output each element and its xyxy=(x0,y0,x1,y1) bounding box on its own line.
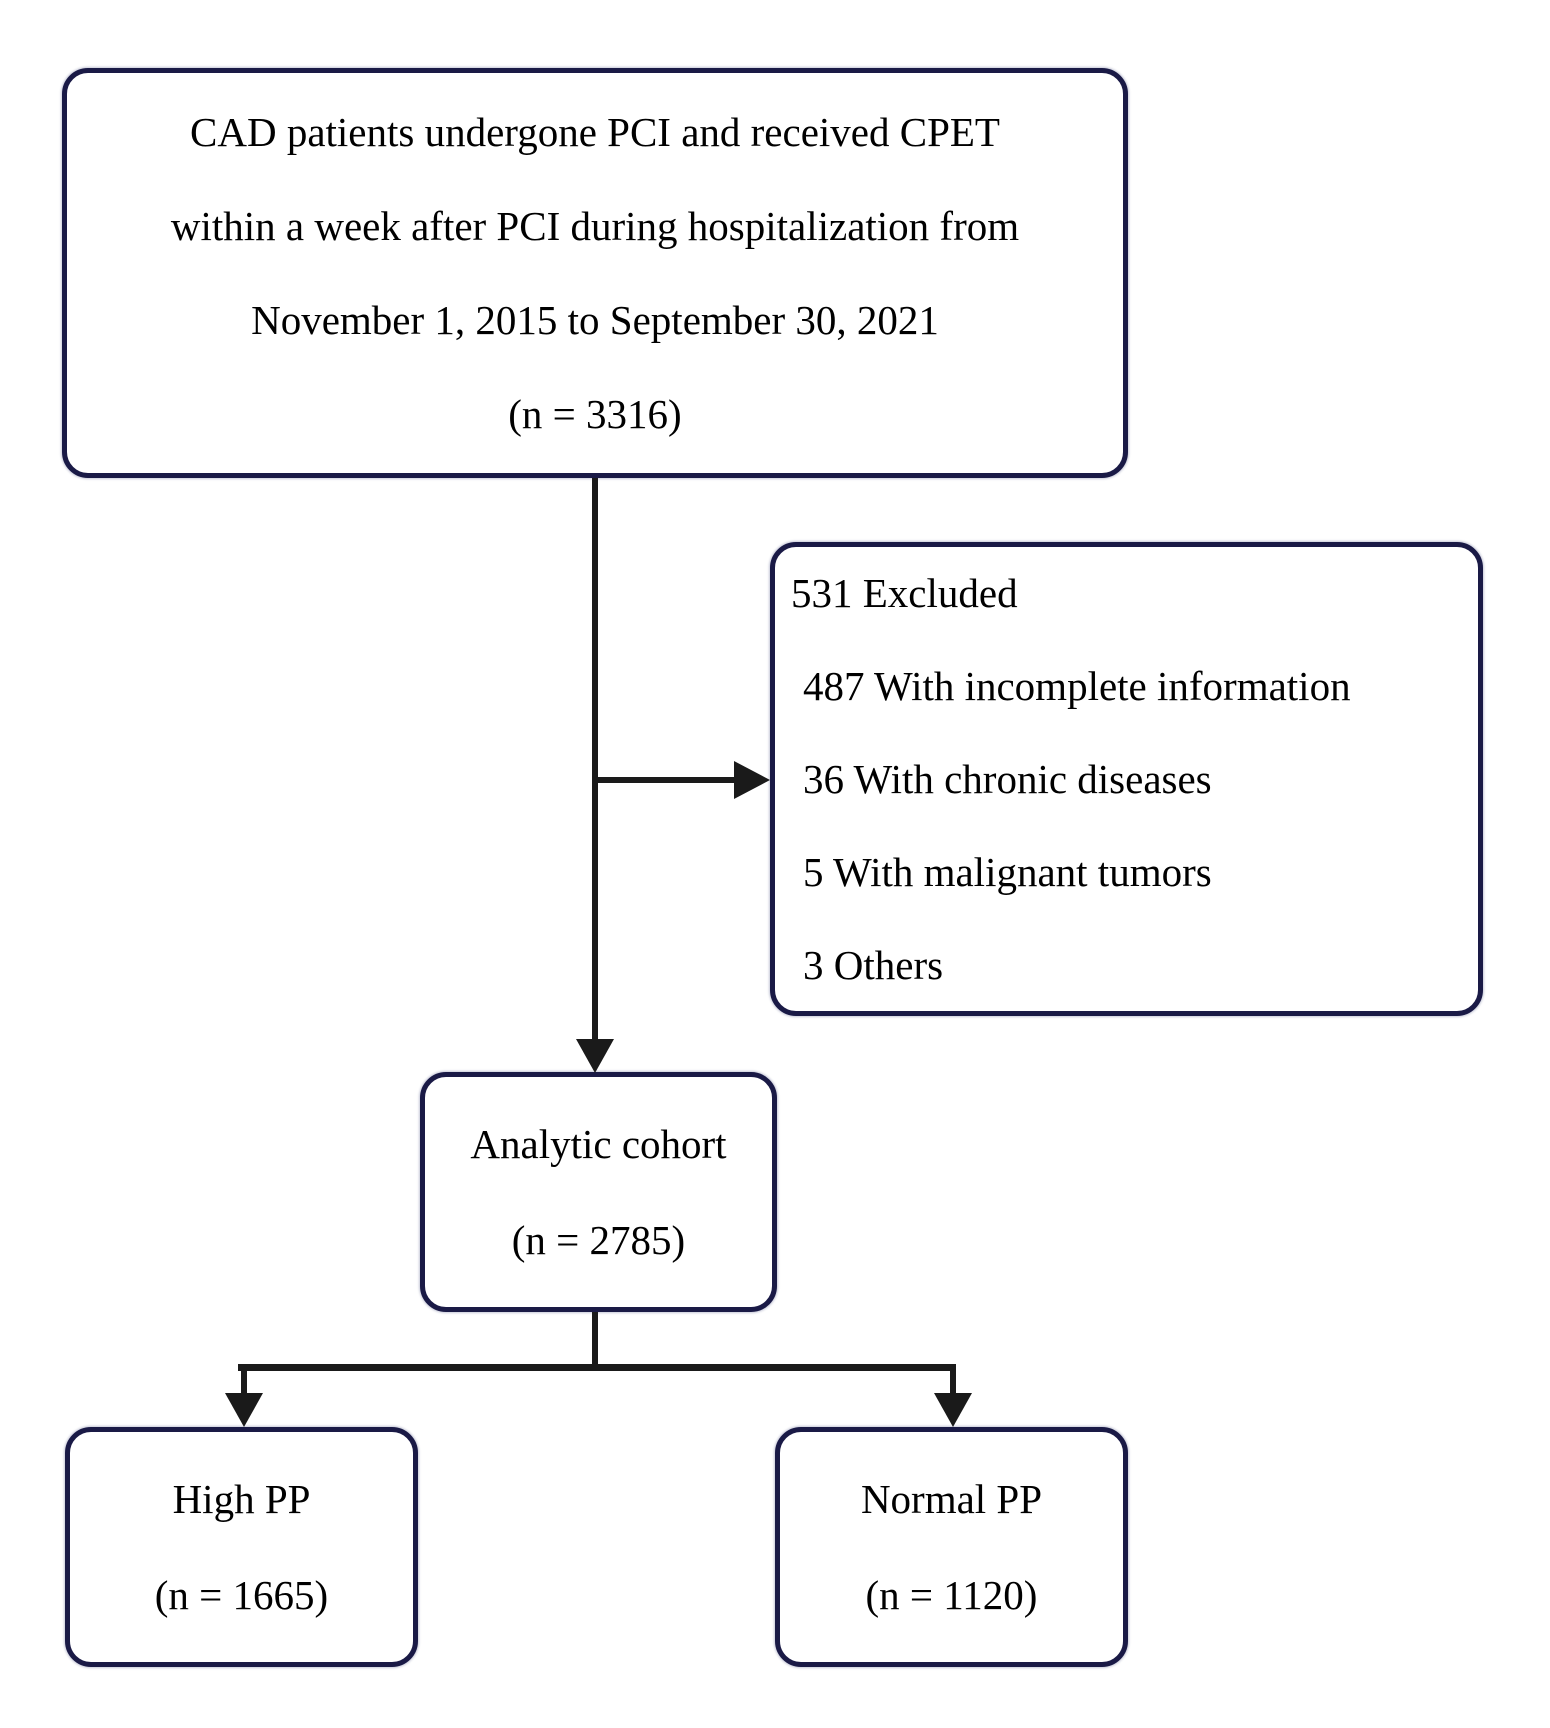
connector-to-normal-pp xyxy=(950,1368,956,1396)
arrowhead-to-normal-pp-icon xyxy=(934,1393,972,1427)
arrowhead-to-excluded-icon xyxy=(734,761,770,799)
connector-enrollment-to-analytic xyxy=(592,478,598,1042)
excluded-item-others: 3 Others xyxy=(803,942,944,988)
connector-split-bar xyxy=(238,1364,956,1371)
connector-to-high-pp xyxy=(241,1368,247,1396)
enrollment-line-3: November 1, 2015 to September 30, 2021 xyxy=(251,297,939,343)
normal-pp-box: Normal PP (n = 1120) xyxy=(775,1427,1128,1667)
excluded-item-malignant-tumors: 5 With malignant tumors xyxy=(803,849,1212,895)
excluded-box: 531 Excluded 487 With incomplete informa… xyxy=(770,542,1483,1016)
enrollment-line-2: within a week after PCI during hospitali… xyxy=(170,203,1020,249)
excluded-item-chronic-diseases: 36 With chronic diseases xyxy=(803,756,1212,802)
arrowhead-to-analytic-icon xyxy=(576,1039,614,1073)
connector-analytic-stem xyxy=(592,1312,598,1371)
arrowhead-to-high-pp-icon xyxy=(225,1393,263,1427)
excluded-item-incomplete-information: 487 With incomplete information xyxy=(803,663,1351,709)
excluded-title: 531 Excluded xyxy=(791,570,1018,616)
analytic-cohort-count: (n = 2785) xyxy=(511,1217,686,1263)
normal-pp-label: Normal PP xyxy=(860,1476,1043,1522)
enrollment-count: (n = 3316) xyxy=(508,391,682,437)
high-pp-label: High PP xyxy=(172,1476,311,1522)
connector-branch-to-excluded xyxy=(595,777,734,783)
analytic-cohort-box: Analytic cohort (n = 2785) xyxy=(420,1072,777,1312)
enrollment-line-1: CAD patients undergone PCI and received … xyxy=(190,109,1000,155)
high-pp-count: (n = 1665) xyxy=(154,1572,329,1618)
normal-pp-count: (n = 1120) xyxy=(865,1572,1038,1618)
analytic-cohort-label: Analytic cohort xyxy=(470,1121,727,1167)
high-pp-box: High PP (n = 1665) xyxy=(65,1427,418,1667)
enrollment-box: CAD patients undergone PCI and received … xyxy=(62,68,1128,478)
